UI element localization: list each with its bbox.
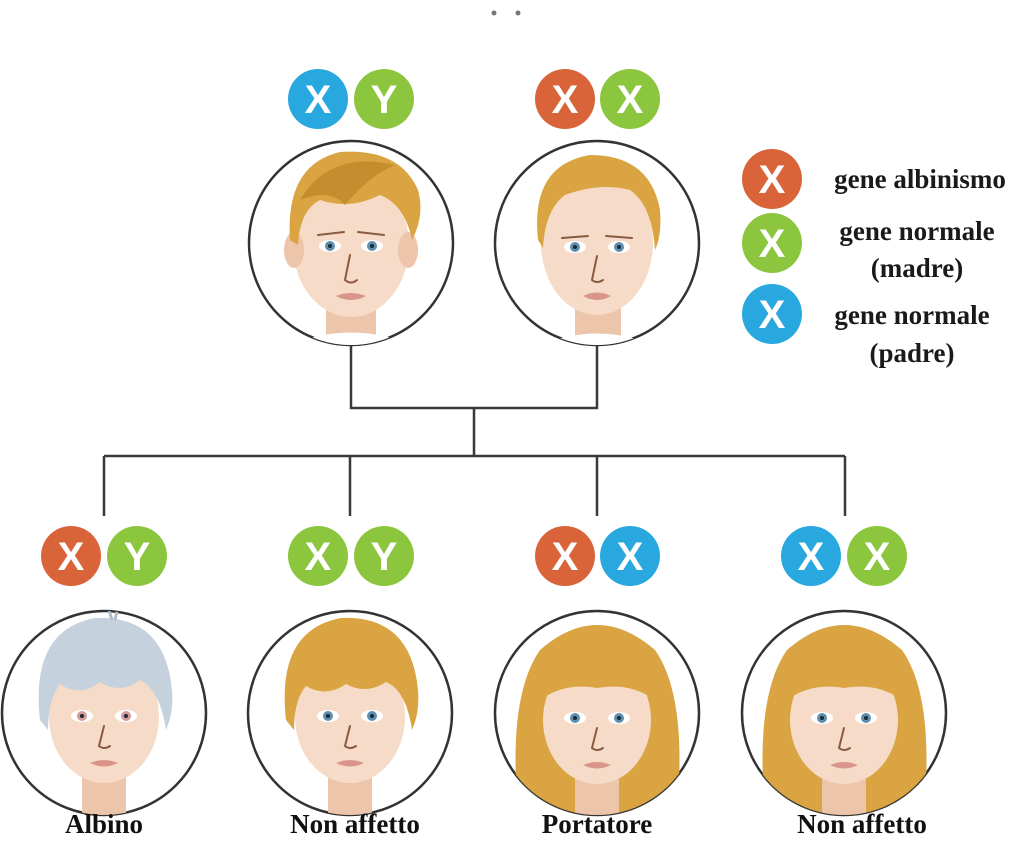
chromosome-badge: X <box>535 526 595 586</box>
legend-label-sub: (padre) <box>870 338 955 368</box>
child-albino: X Y Albino <box>0 526 208 839</box>
chromosome-letter: X <box>617 535 644 579</box>
chromosome-letter: X <box>305 78 332 122</box>
chromosome-badge: X <box>781 526 841 586</box>
chromosome-badge: Y <box>354 69 414 129</box>
child2-chromosomes: X Y <box>288 526 414 586</box>
legend-label: gene albinismo <box>834 164 1006 194</box>
chromosome-letter: Y <box>124 535 151 579</box>
mother-portrait <box>493 139 701 347</box>
pedigree-connectors <box>102 345 847 516</box>
child2-portrait <box>246 609 454 817</box>
legend-label: gene normale <box>839 216 994 246</box>
legend-label-sub: (madre) <box>871 253 963 283</box>
status-label: Albino <box>65 809 143 839</box>
legend-item-father-normal: X gene normale (padre) <box>742 284 990 368</box>
chromosome-badge: Y <box>107 526 167 586</box>
child-carrier: X X Portatore <box>493 526 701 839</box>
chromosome-badge: X <box>847 526 907 586</box>
chromosome-letter: X <box>617 78 644 122</box>
legend-item-mother-normal: X gene normale (madre) <box>742 213 995 283</box>
child3-chromosomes: X X <box>535 526 660 586</box>
chromosome-letter: Y <box>371 535 398 579</box>
child1-portrait <box>0 609 208 817</box>
parents-connector <box>349 345 599 410</box>
legend-letter: X <box>759 222 786 266</box>
chromosome-letter: X <box>58 535 85 579</box>
chromosome-letter: X <box>305 535 332 579</box>
child4-portrait <box>740 609 948 817</box>
legend-letter: X <box>759 158 786 202</box>
legend-label: gene normale <box>834 300 989 330</box>
child4-chromosomes: X X <box>781 526 907 586</box>
legend: X gene albinismo X gene normale (madre) … <box>742 149 1006 368</box>
child3-portrait <box>493 609 701 817</box>
father-portrait <box>247 139 455 347</box>
chromosome-badge: X <box>288 69 348 129</box>
chromosome-letter: Y <box>371 78 398 122</box>
chromosome-badge: X <box>600 69 660 129</box>
chromosome-badge: X <box>600 526 660 586</box>
father-chromosomes: X Y <box>288 69 414 129</box>
chromosome-badge: Y <box>354 526 414 586</box>
chromosome-letter: X <box>552 535 579 579</box>
child-unaffected-boy: X Y Non affetto <box>246 526 454 839</box>
child-unaffected-girl: X X Non affetto <box>740 526 948 839</box>
status-label: Portatore <box>542 809 652 839</box>
status-label: Non affetto <box>797 809 927 839</box>
child1-chromosomes: X Y <box>41 526 167 586</box>
legend-letter: X <box>759 293 786 337</box>
mother: X X <box>493 69 701 347</box>
chromosome-badge: X <box>41 526 101 586</box>
father: X Y <box>247 69 455 347</box>
chromosome-letter: X <box>864 535 891 579</box>
chromosome-letter: X <box>798 535 825 579</box>
chromosome-badge: X <box>535 69 595 129</box>
legend-item-albinism: X gene albinismo <box>742 149 1006 209</box>
mother-chromosomes: X X <box>535 69 660 129</box>
status-label: Non affetto <box>290 809 420 839</box>
chromosome-badge: X <box>288 526 348 586</box>
chromosome-letter: X <box>552 78 579 122</box>
top-artifact <box>491 10 521 16</box>
